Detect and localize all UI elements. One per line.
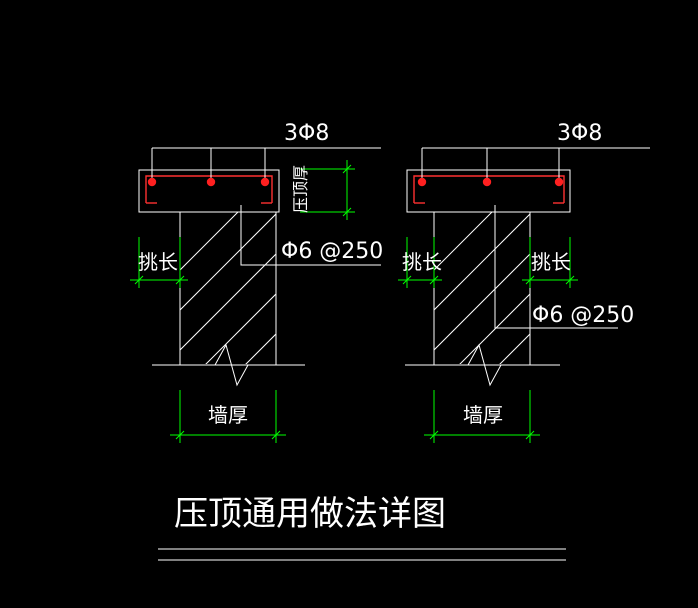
right-overhang-right-label: 挑长 [531, 250, 571, 274]
right-overhang-left-label: 挑长 [402, 250, 442, 274]
left-wall-hatch [180, 211, 276, 364]
left-rebar-1 [147, 177, 157, 187]
right-wall-label: 墙厚 [463, 403, 503, 427]
left-detail: 3Φ8 Φ6 @250 压顶厚 挑长 墙厚 [130, 121, 383, 443]
right-overhang-left-dimension [398, 237, 442, 288]
left-wall-outline [152, 211, 305, 387]
right-rebar-label: 3Φ8 [557, 121, 602, 146]
left-coping [138, 169, 280, 213]
left-height-label: 压顶厚 [291, 165, 310, 213]
left-wall-label: 墙厚 [208, 403, 248, 427]
right-wall-dimension [424, 390, 540, 443]
left-rebar-3 [260, 177, 270, 187]
left-overhang-dimension [130, 237, 188, 288]
right-wall-hatch [434, 211, 530, 364]
drawing-title: 压顶通用做法详图 [174, 494, 446, 534]
right-stirrup [413, 175, 565, 203]
right-rebar-1 [417, 177, 427, 187]
left-height-dimension [300, 160, 355, 220]
right-coping [406, 169, 571, 213]
left-stirrup-label: Φ6 @250 [281, 239, 383, 264]
right-rebar-2 [482, 177, 492, 187]
right-detail: 3Φ8 Φ6 @250 挑长 挑长 墙厚 [398, 121, 650, 443]
left-wall-dimension [170, 390, 286, 443]
left-overhang-label: 挑长 [138, 250, 178, 274]
right-stirrup-label: Φ6 @250 [532, 303, 634, 328]
title-block: 压顶通用做法详图 [158, 494, 566, 561]
right-rebar-3 [554, 177, 564, 187]
right-wall-outline [405, 211, 560, 387]
left-rebar-2 [206, 177, 216, 187]
left-stirrup [145, 175, 273, 203]
right-overhang-right-dimension [522, 237, 578, 288]
left-rebar-label: 3Φ8 [284, 121, 329, 146]
